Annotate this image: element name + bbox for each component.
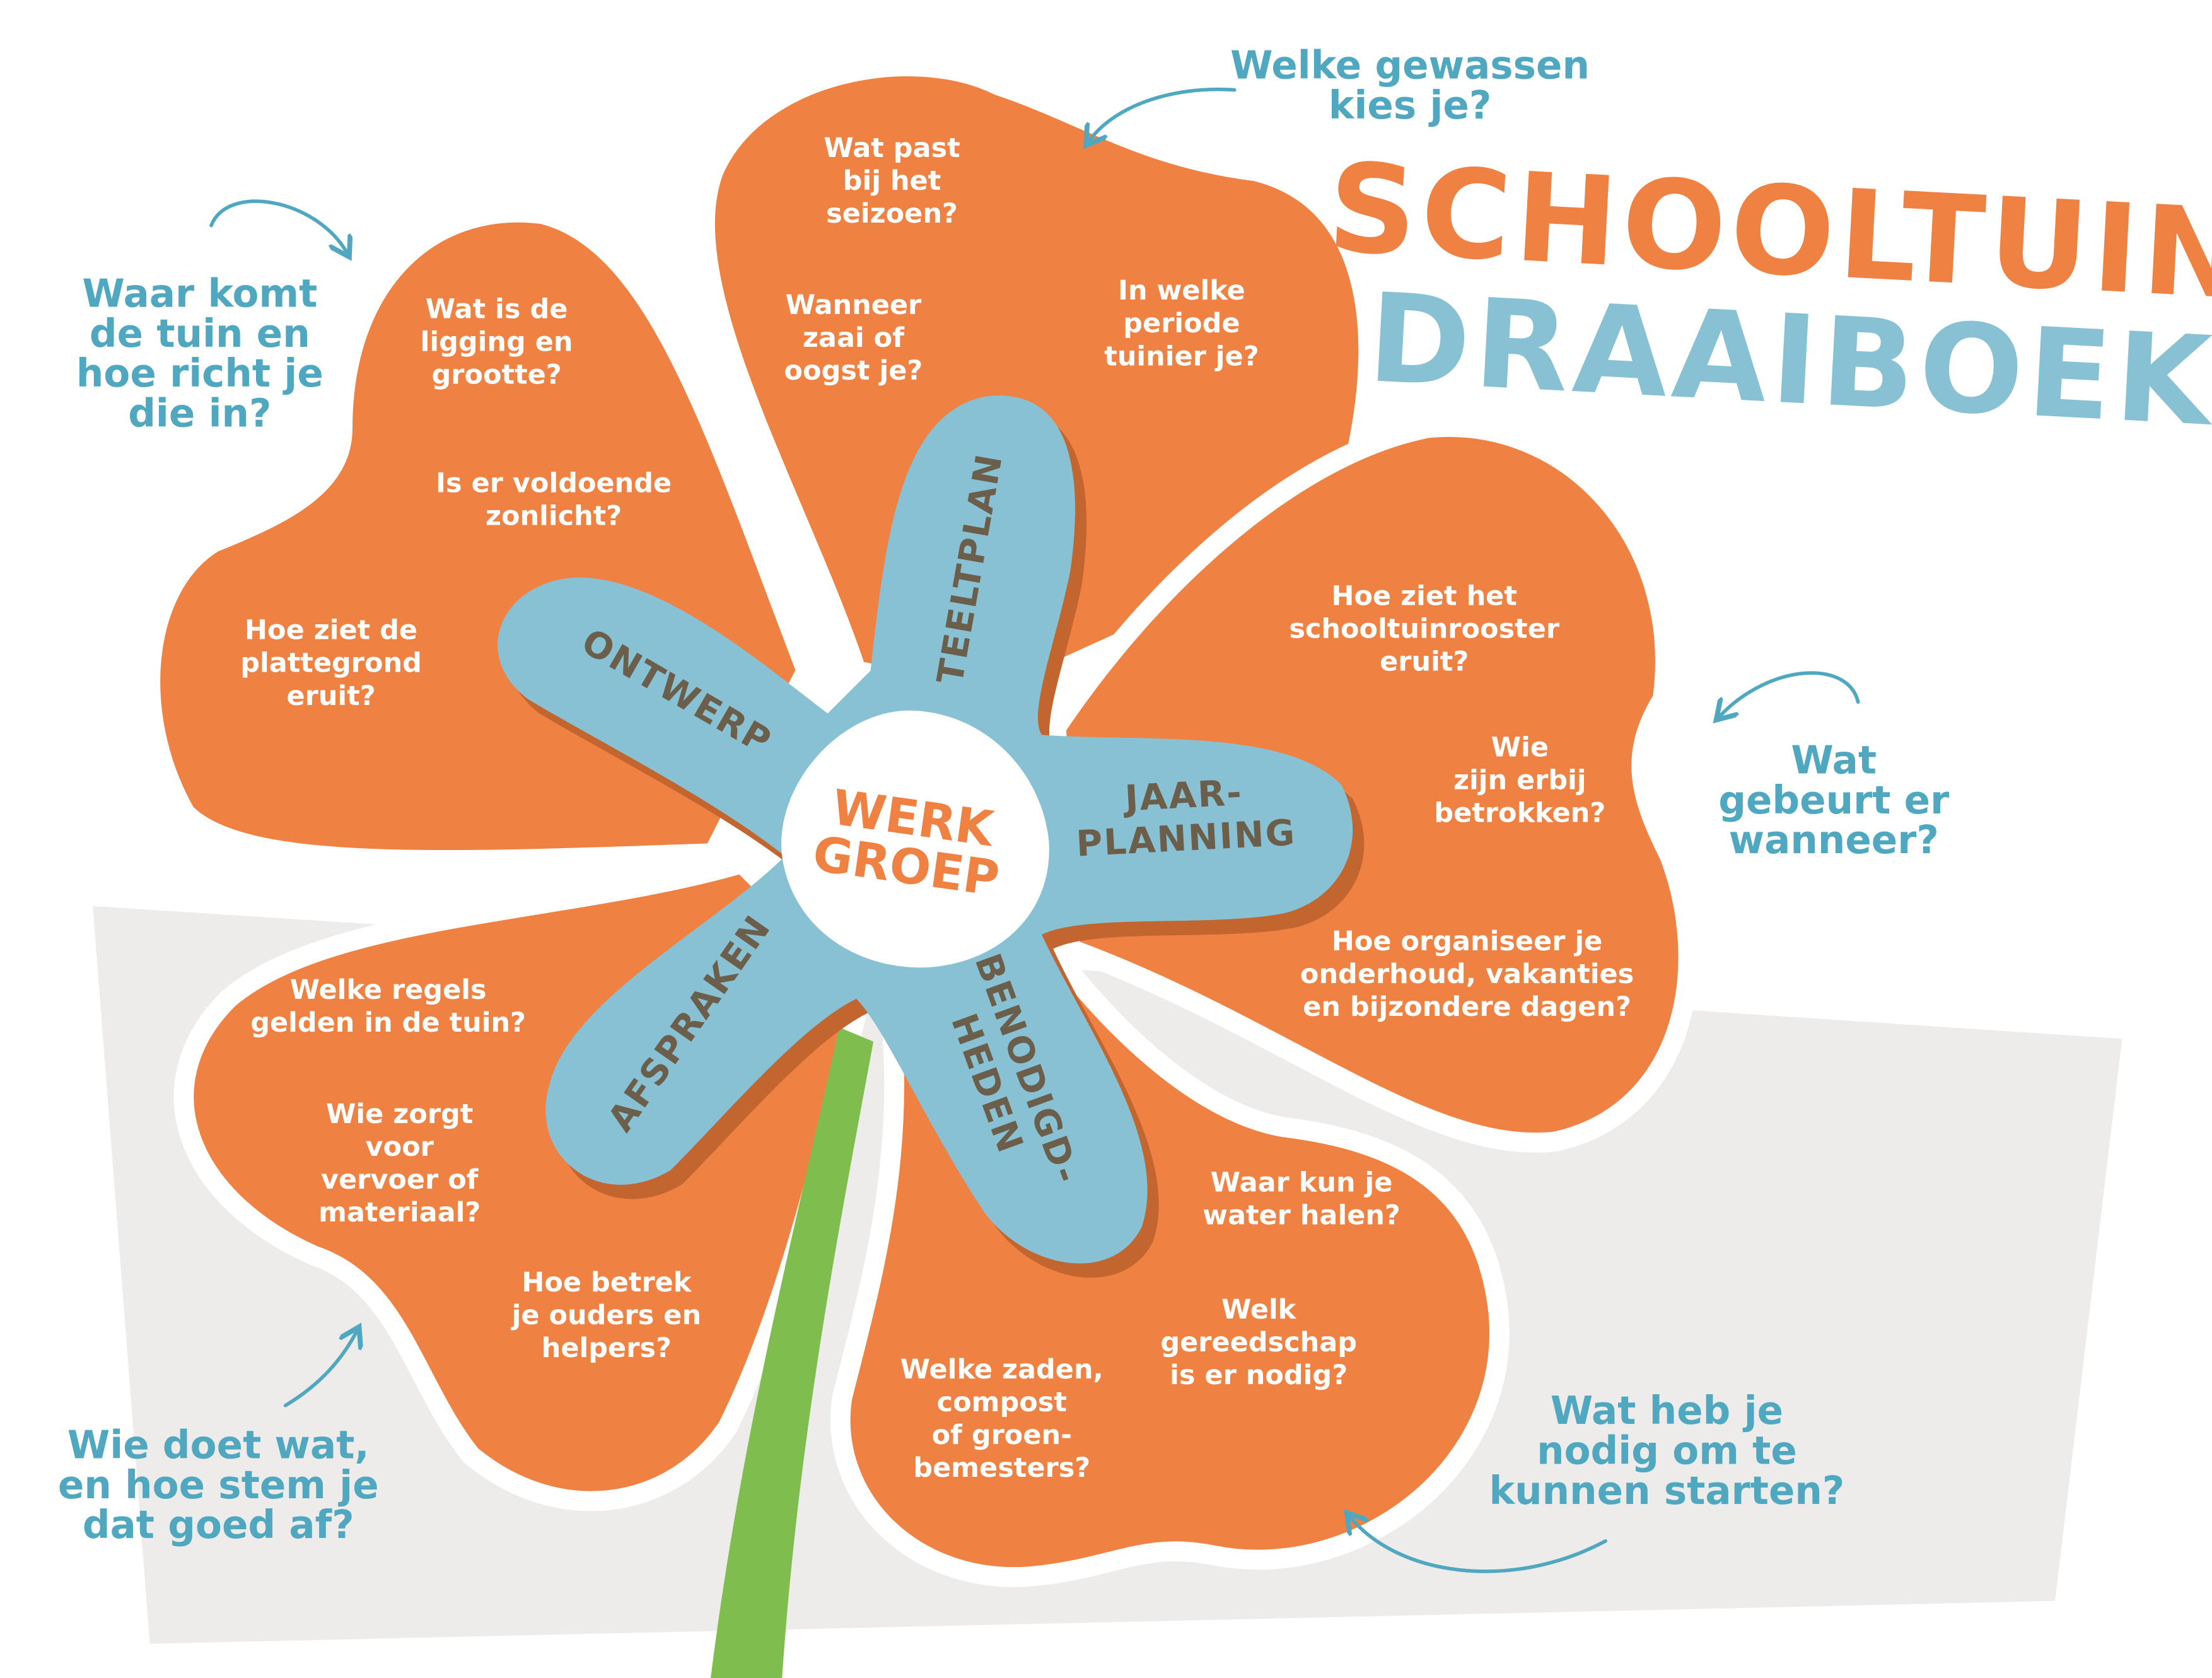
question-text-line: zijn erbij (1453, 764, 1586, 796)
flower-stem (711, 1027, 874, 1678)
annotation-text-line: en hoe stem je (58, 1463, 379, 1508)
arrows (209, 87, 1860, 1573)
question-text-line: onderhoud, vakanties (1300, 958, 1634, 990)
question-text-line: In welke (1118, 275, 1245, 306)
question-text-line: Hoe organiseer je (1332, 926, 1602, 957)
question-text-line: of groen- (932, 1419, 1072, 1451)
question-text-line: Wat is de (426, 294, 568, 325)
annotation-text-line: de tuin en (90, 312, 310, 356)
question-text-line: Wie (1491, 731, 1549, 763)
annotation-text-line: hoe richt je (76, 351, 323, 396)
question-text-line: Hoe betrek (521, 1267, 692, 1298)
center-heart (781, 710, 1049, 968)
annotation-text-line: Wie doet wat, (67, 1423, 370, 1468)
question-text-line: ligging en (421, 327, 573, 358)
annotation-text-line: kies je? (1329, 83, 1491, 128)
question-text-line: periode (1123, 308, 1240, 339)
annotation-text-line: nodig om te (1537, 1429, 1797, 1474)
petal-jaarplanning (1045, 417, 1699, 1153)
question-text-line: zaai of (803, 322, 905, 354)
question-text-line: eruit? (286, 680, 375, 712)
annotation-text-line: Welke gewassen (1230, 43, 1590, 88)
question-text-line: Wanneer (786, 289, 922, 321)
question-text-line: materiaal? (318, 1197, 480, 1228)
question-text-line: Waar kun je (1211, 1167, 1393, 1198)
question-text-line: je ouders en (511, 1300, 701, 1331)
question-text-line: seizoen? (826, 198, 958, 230)
annotation-text-line: Wat heb je (1551, 1389, 1783, 1433)
question-text-line: compost (937, 1387, 1067, 1418)
arrow-icon (1350, 1517, 1607, 1573)
annotation-text-line: dat goed af? (83, 1503, 354, 1547)
question-text-line: Welke zaden, (900, 1354, 1103, 1385)
question-text-line: en bijzondere dagen? (1303, 991, 1631, 1023)
question-text-line: helpers? (542, 1332, 672, 1364)
question-text-line: Is er voldoende (436, 468, 672, 499)
question-text-line: gereedschap (1160, 1327, 1357, 1358)
question-text-line: betrokken? (1434, 797, 1605, 829)
question-text-line: oogst je? (784, 355, 923, 387)
question-text-line: Wat past (824, 132, 960, 164)
question-text-line: Hoe ziet het (1332, 580, 1517, 612)
annotation-text-line: kunnen starten? (1489, 1469, 1845, 1513)
arrow-icon (1720, 671, 1860, 716)
question-text-line: schooltuinrooster (1289, 613, 1560, 644)
annotation-text-line: Waar komt (82, 271, 317, 316)
annotation-text-line: wanneer? (1729, 818, 1939, 863)
arrow-icon (1089, 87, 1237, 141)
annotation-text-line: die in? (128, 392, 271, 436)
question-text-line: Wie zorgt (326, 1098, 473, 1130)
question-text-line: bij het (843, 165, 941, 197)
question-text-line: water halen? (1202, 1199, 1400, 1231)
question-text-line: zonlicht? (486, 501, 622, 532)
question-text-line: eruit? (1380, 646, 1469, 677)
petal-label-line: JAAR- (1121, 772, 1243, 820)
question-text-line: Welke regels (290, 974, 487, 1006)
annotation-text-line: Wat (1791, 738, 1877, 783)
question-text-line: vervoer of (321, 1164, 479, 1196)
question-text-line: plattegrond (240, 648, 422, 679)
question-text-line: gelden in de tuin? (250, 1007, 526, 1039)
question-text-line: Hoe ziet de (245, 615, 417, 646)
question-text-line: tuinier je? (1104, 341, 1259, 372)
question-text-line: voor (366, 1131, 434, 1163)
question-text-line: Welk (1221, 1294, 1297, 1326)
question-text-line: is er nodig? (1170, 1360, 1348, 1391)
arrow-icon (209, 199, 347, 252)
annotation-text-line: gebeurt er (1718, 778, 1949, 823)
question-text-line: grootte? (431, 359, 561, 391)
arrow-icon (283, 1331, 357, 1407)
question-text-line: bemesters? (913, 1452, 1090, 1484)
